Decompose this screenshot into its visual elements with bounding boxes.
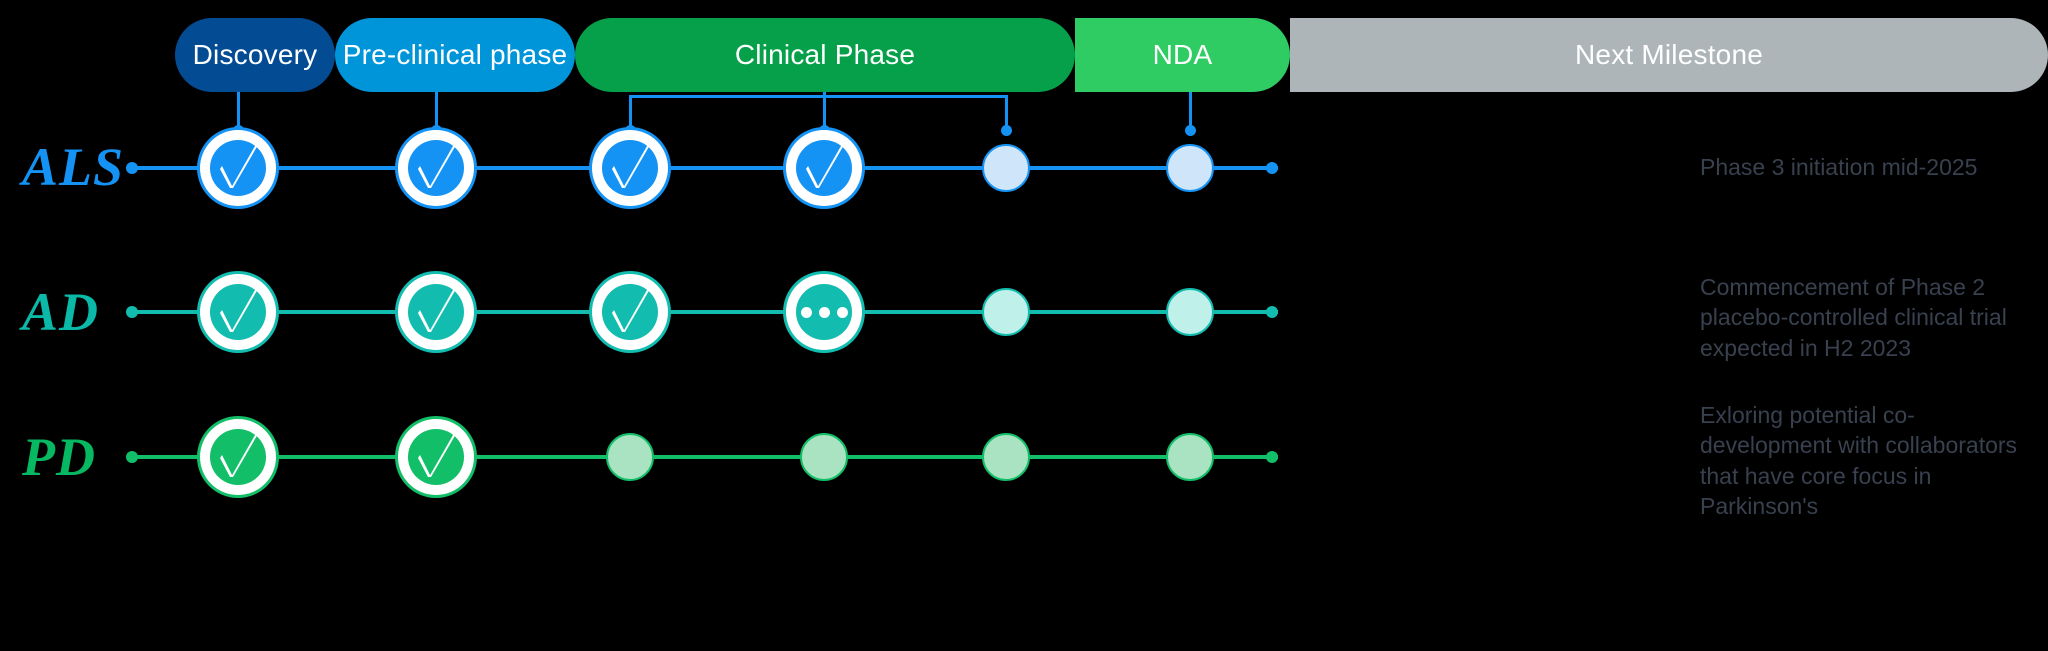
milestone-marker-pd-4[interactable]: [800, 433, 848, 481]
milestone-marker-als-2[interactable]: [398, 130, 474, 206]
track-line-pd: [132, 455, 1278, 459]
check-icon: [210, 138, 266, 196]
track-start-dot-pd: [126, 451, 138, 463]
track-line-ad: [132, 310, 1278, 314]
track-end-dot-ad: [1266, 306, 1278, 318]
row-label-als: ALS: [22, 137, 125, 197]
milestone-marker-als-3[interactable]: [592, 130, 668, 206]
connector-bracket-drop: [1005, 95, 1008, 130]
connector-stem: [1189, 92, 1192, 130]
phase-segment-nda[interactable]: NDA: [1075, 18, 1290, 92]
milestone-marker-pd-5[interactable]: [982, 433, 1030, 481]
milestone-note-als: Phase 3 initiation mid-2025: [1700, 154, 1978, 180]
phase-segment-pre-clinical-phase[interactable]: Pre-clinical phase: [335, 18, 575, 92]
check-icon: [408, 138, 464, 196]
connector-bracket-drop: [629, 95, 632, 130]
milestone-marker-pd-3[interactable]: [606, 433, 654, 481]
milestone-marker-ad-2[interactable]: [398, 274, 474, 350]
milestone-marker-ad-5[interactable]: [982, 288, 1030, 336]
check-icon: [210, 282, 266, 340]
check-icon: [408, 427, 464, 485]
milestone-marker-ad-6[interactable]: [1166, 288, 1214, 336]
phase-label: NDA: [1152, 39, 1213, 70]
milestone-marker-ad-1[interactable]: [200, 274, 276, 350]
connector-endpoint-dot: [1185, 125, 1196, 136]
phase-segment-discovery[interactable]: Discovery: [175, 18, 335, 92]
connector-endpoint-dot: [1001, 125, 1012, 136]
milestone-marker-pd-1[interactable]: [200, 419, 276, 495]
milestone-marker-als-4[interactable]: [786, 130, 862, 206]
milestone-marker-als-1[interactable]: [200, 130, 276, 206]
milestone-note-pd: Exloring potential co-development with c…: [1700, 402, 2018, 520]
phase-label: Discovery: [192, 39, 318, 70]
phase-label: Clinical Phase: [734, 39, 916, 70]
phase-label: Next Milestone: [1575, 39, 1763, 70]
milestone-note-ad: Commencement of Phase 2 placebo-controll…: [1700, 274, 2007, 361]
milestone-marker-als-6[interactable]: [1166, 144, 1214, 192]
connector-bracket-horizontal: [629, 95, 1007, 98]
track-start-dot-ad: [126, 306, 138, 318]
track-line-als: [132, 166, 1278, 170]
check-icon: [210, 427, 266, 485]
connector-stem: [237, 92, 240, 130]
track-end-dot-als: [1266, 162, 1278, 174]
phase-segment-clinical-phase[interactable]: Clinical Phase: [575, 18, 1075, 92]
check-icon: [602, 138, 658, 196]
phase-bar: Discovery Pre-clinical phase Clinical Phas…: [0, 18, 2048, 92]
milestone-marker-pd-6[interactable]: [1166, 433, 1214, 481]
phase-segment-next-milestone[interactable]: Next Milestone: [1290, 18, 2048, 92]
milestone-marker-ad-3[interactable]: [592, 274, 668, 350]
check-icon: [408, 282, 464, 340]
check-icon: [602, 282, 658, 340]
milestone-marker-pd-2[interactable]: [398, 419, 474, 495]
track-end-dot-pd: [1266, 451, 1278, 463]
in-progress-dots-icon: [796, 284, 852, 340]
track-start-dot-als: [126, 162, 138, 174]
check-icon: [796, 138, 852, 196]
row-label-ad: AD: [22, 282, 100, 342]
connector-stem: [823, 92, 826, 130]
milestone-marker-als-5[interactable]: [982, 144, 1030, 192]
milestone-marker-ad-4[interactable]: [786, 274, 862, 350]
row-label-pd: PD: [22, 427, 96, 487]
connector-stem: [435, 92, 438, 130]
phase-label: Pre-clinical phase: [342, 39, 568, 70]
